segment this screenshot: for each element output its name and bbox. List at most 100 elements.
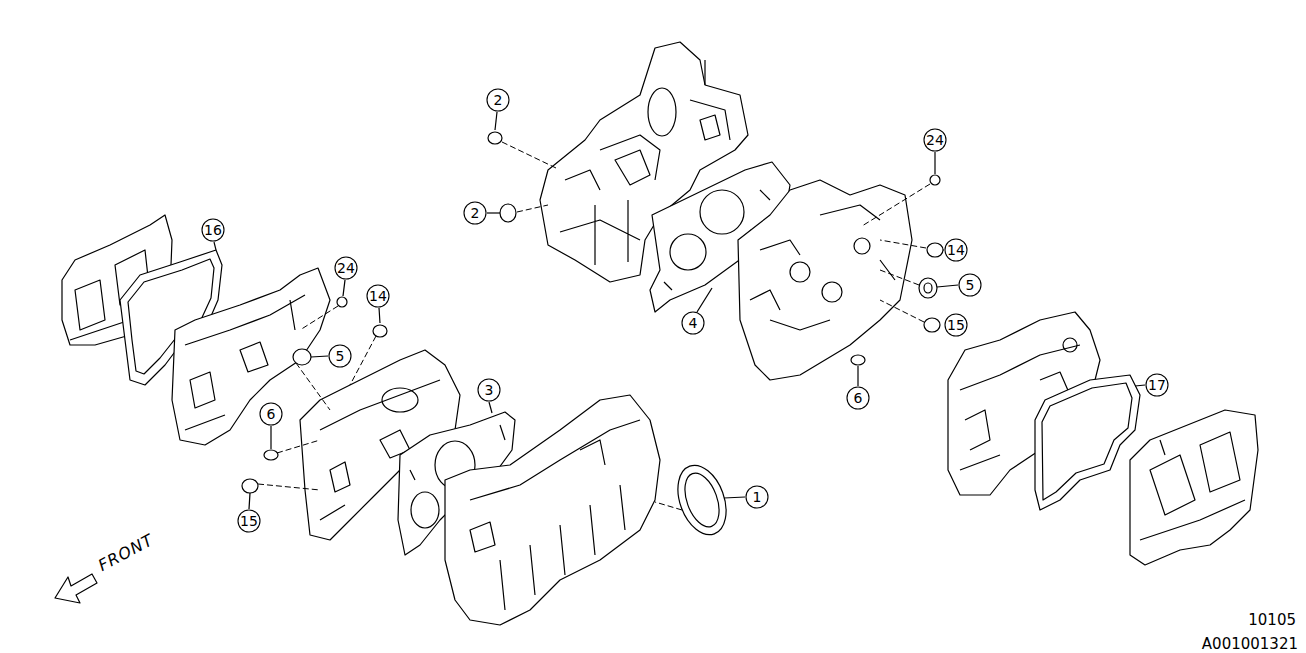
leader-lines — [934, 152, 935, 174]
leader-lines — [487, 212, 500, 213]
callout-number: 17 — [1148, 378, 1166, 392]
callout-circles — [478, 379, 500, 401]
callout-number: 15 — [240, 514, 258, 528]
leader-lines — [880, 270, 919, 285]
oil-seal — [655, 459, 745, 542]
leader-lines — [343, 280, 345, 296]
leader-lines — [919, 278, 937, 298]
leader-lines — [293, 349, 311, 365]
leader-lines — [924, 283, 932, 293]
cylinder-block — [615, 115, 720, 185]
leader-lines — [277, 440, 320, 453]
cylinder-head — [738, 180, 912, 380]
leader-lines — [296, 363, 330, 410]
callout-circles — [959, 274, 981, 296]
callout-number: 6 — [854, 391, 863, 405]
callout-number: 2 — [471, 206, 480, 220]
cylinder-block — [470, 420, 640, 610]
callout-number: 1 — [753, 490, 762, 504]
callout-circles — [464, 202, 486, 224]
callout-circles — [202, 89, 1168, 532]
leader-lines — [857, 366, 858, 386]
callout-number: 14 — [947, 243, 965, 257]
leader-lines — [379, 308, 380, 323]
direction-label: FRONT — [96, 532, 156, 574]
camshaft-carrier — [1063, 338, 1077, 352]
cover-gasket — [1135, 385, 1145, 386]
head-gasket — [700, 190, 744, 234]
callout-number: 3 — [485, 383, 494, 397]
leader-lines — [943, 249, 944, 250]
leader-lines — [924, 318, 940, 332]
cylinder-head — [738, 180, 912, 380]
callout-number: 24 — [926, 133, 944, 147]
valve-cover — [1130, 410, 1258, 565]
callout-number: 16 — [204, 223, 222, 237]
leader-lines — [930, 175, 940, 185]
leader-lines — [242, 280, 492, 509]
callout-circles — [202, 219, 224, 241]
callout-number: 14 — [369, 289, 387, 303]
oil-seal — [655, 502, 682, 510]
cylinder-head — [822, 282, 842, 302]
cylinder-head — [382, 388, 418, 412]
camshaft-carrier — [185, 295, 305, 430]
front-arrow — [55, 574, 97, 603]
leader-lines — [851, 355, 865, 365]
callout-number: 5 — [336, 349, 345, 363]
leader-lines — [373, 325, 387, 337]
cover-gasket — [1035, 375, 1145, 510]
leader-lines — [264, 450, 278, 460]
callout-number: 6 — [267, 407, 276, 421]
leader-lines — [862, 184, 930, 226]
cylinder-block — [445, 395, 660, 625]
callout-circles — [260, 403, 282, 425]
leader-lines — [350, 336, 376, 385]
callout-number: 15 — [947, 318, 965, 332]
oil-seal — [678, 469, 725, 532]
callout-circles — [487, 89, 509, 111]
figure-code: 10105 — [1248, 613, 1296, 628]
cover-gasket — [1042, 383, 1132, 500]
leader-lines — [937, 285, 958, 287]
figure-code: A001001321 — [1202, 637, 1298, 652]
leader-lines — [258, 484, 320, 490]
leader-lines — [242, 479, 258, 493]
callout-circles — [1146, 374, 1168, 396]
callout-circles — [682, 312, 704, 334]
leader-lines — [300, 306, 338, 330]
leader-lines — [697, 288, 712, 312]
callout-circles — [945, 314, 967, 336]
callout-circles — [847, 387, 869, 409]
leader-lines — [488, 132, 502, 144]
leader-lines — [495, 112, 497, 130]
callout-circles — [367, 285, 389, 307]
leader-lines — [489, 402, 492, 413]
callout-number: 5 — [966, 278, 975, 292]
callout-circles — [746, 486, 768, 508]
leader-lines — [517, 205, 548, 212]
callout-circles — [329, 345, 351, 367]
leader-lines — [500, 204, 516, 222]
leader-lines — [487, 112, 958, 386]
callout-circles — [924, 129, 946, 151]
cylinder-head — [854, 238, 870, 254]
cylinder-head — [790, 262, 810, 282]
callout-circles — [335, 257, 357, 279]
front-arrow — [55, 574, 97, 603]
cylinder-block — [445, 395, 660, 625]
leader-lines — [880, 240, 926, 248]
callout-circles — [945, 239, 967, 261]
callout-circles — [238, 510, 260, 532]
leader-lines — [927, 243, 943, 257]
cylinder-block — [648, 88, 676, 136]
leader-lines — [880, 300, 924, 322]
leader-lines — [502, 142, 556, 168]
cover-gasket — [1035, 375, 1140, 510]
leader-lines — [270, 426, 271, 449]
head-gasket — [670, 234, 706, 270]
cover-gasket — [214, 242, 216, 250]
leader-lines — [311, 356, 328, 357]
